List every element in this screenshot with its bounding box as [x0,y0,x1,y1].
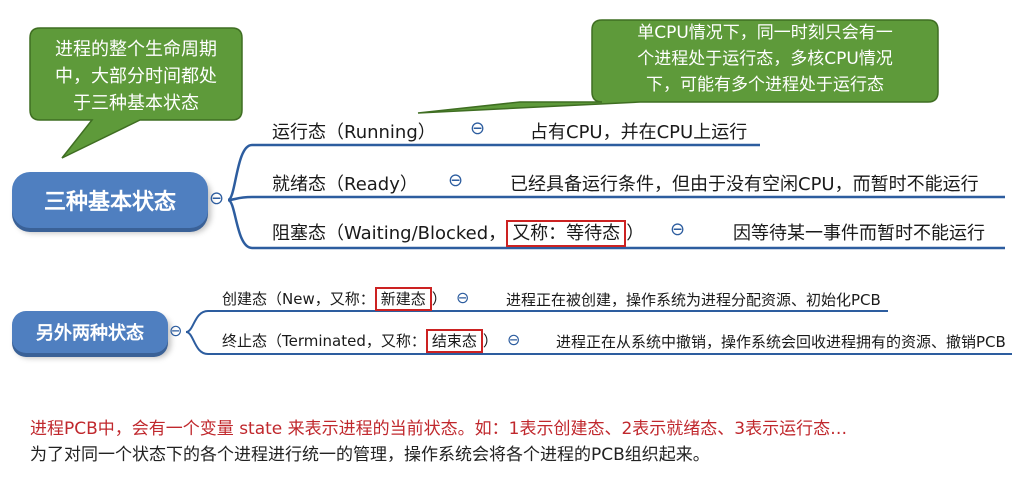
branch-ready-label: 就绪态（Ready） [272,174,418,195]
branch-new-alias-highlight: 新建态 [374,287,432,311]
branch-ready-collapse-icon[interactable]: ⊖ [448,170,464,191]
right-callout-line-3: 下，可能有多个进程处于运行态 [646,75,884,95]
root-node-other-states[interactable]: 另外两种状态 [12,311,168,353]
branch-new: 创建态（New，又称：新建态） [222,287,447,311]
root1-connectors [226,143,1005,250]
desc-new: 进程正在被创建，操作系统为进程分配资源、初始化PCB [506,291,881,309]
desc-ready: 已经具备运行条件，但由于没有空闲CPU，而暂时不能运行 [510,174,979,195]
branch-terminated-label: 终止态（Terminated，又称： [222,332,426,350]
branch-terminated-collapse-icon[interactable]: ⊖ [507,330,521,349]
desc-running: 占有CPU，并在CPU上运行 [530,122,748,143]
left-callout-line-2: 中，大部分时间都处 [55,66,217,87]
bottom-text-line-1: 进程PCB中，会有一个变量 state 来表示进程的当前状态。如：1表示创建态、… [30,419,848,439]
left-callout-text: 进程的整个生命周期 中，大部分时间都处 于三种基本状态 [32,36,240,117]
branch-terminated: 终止态（Terminated，又称：结束态） [222,329,498,353]
branch-terminated-close: ） [482,332,498,350]
root2-connectors [185,310,1012,355]
branch-blocked-label: 阻塞态（Waiting/Blocked， [272,223,507,244]
branch-blocked: 阻塞态（Waiting/Blocked，又称：等待态） [272,219,645,247]
branch-new-close: ） [431,290,447,308]
right-callout-text: 单CPU情况下，同一时刻只会有一 个进程处于运行态，多核CPU情况 下，可能有多… [594,20,936,98]
branch-new-collapse-icon[interactable]: ⊖ [456,288,470,307]
branch-blocked-alias-highlight: 又称：等待态 [506,220,627,247]
root-node-three-states[interactable]: 三种基本状态 [12,172,208,228]
right-callout-line-2: 个进程处于运行态，多核CPU情况 [637,49,893,69]
left-callout-line-3: 于三种基本状态 [73,93,199,114]
branch-ready: 就绪态（Ready） [272,170,418,196]
branch-running-label: 运行态（Running） [272,122,436,143]
root-node-other-states-label: 另外两种状态 [36,323,144,344]
right-callout-bubble [417,19,939,114]
branch-blocked-close: ） [626,223,645,244]
desc-blocked: 因等待某一事件而暂时不能运行 [733,223,985,244]
branch-new-label: 创建态（New，又称： [222,290,375,308]
left-callout-bubble [29,27,243,159]
bottom-text-line-2: 为了对同一个状态下的各个进程进行统一的管理，操作系统会将各个进程的PCB组织起来… [30,445,710,465]
right-callout-line-1: 单CPU情况下，同一时刻只会有一 [637,23,893,43]
branch-blocked-collapse-icon[interactable]: ⊖ [670,219,686,240]
root1-collapse-icon[interactable]: ⊖ [209,188,225,209]
branch-running-collapse-icon[interactable]: ⊖ [470,118,486,139]
branch-running: 运行态（Running） [272,118,436,144]
root-node-three-states-label: 三种基本状态 [43,190,176,215]
left-callout-line-1: 进程的整个生命周期 [55,39,217,60]
branch-terminated-alias-highlight: 结束态 [425,329,483,353]
root2-collapse-icon[interactable]: ⊖ [169,321,183,340]
desc-terminated: 进程正在从系统中撤销，操作系统会回收进程拥有的资源、撤销PCB [556,333,1006,351]
